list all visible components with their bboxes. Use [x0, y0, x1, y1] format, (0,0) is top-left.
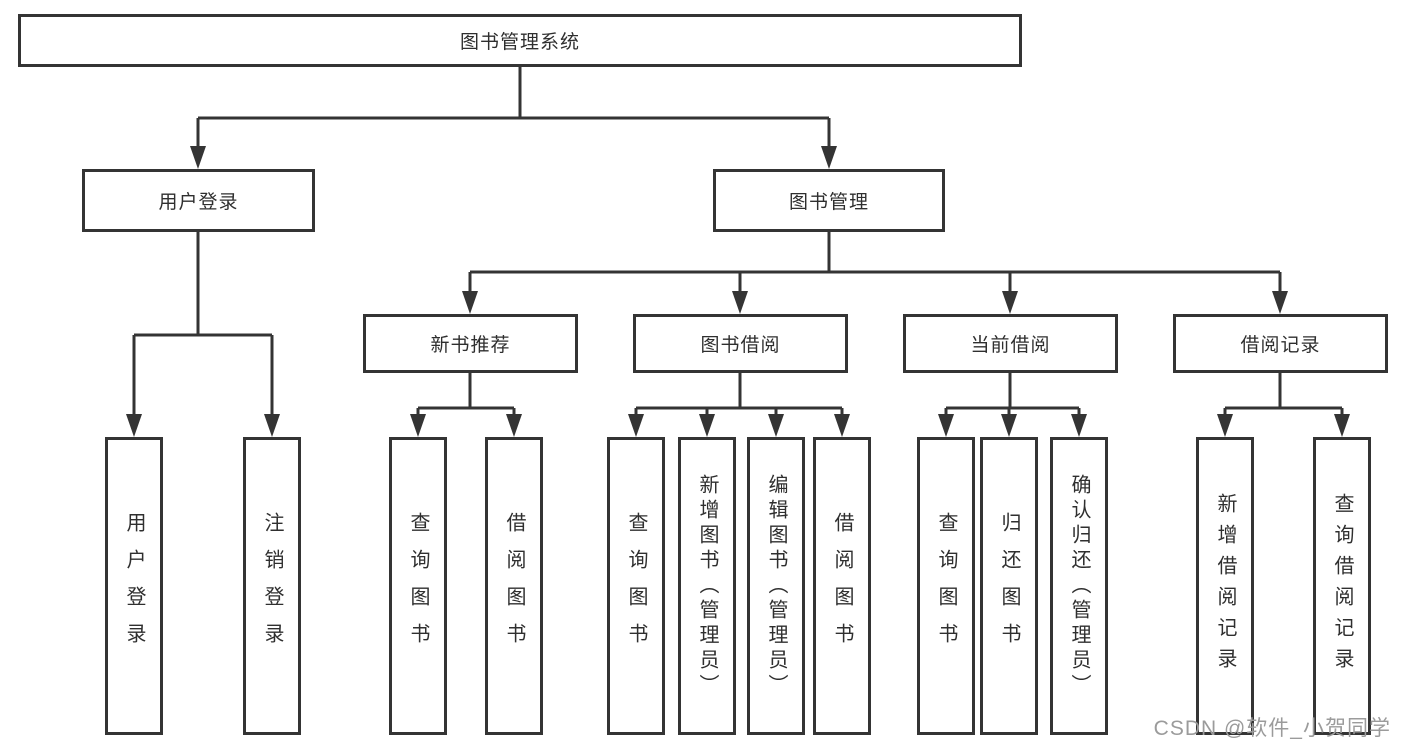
- leaf-query-borrow-record: 查询借阅记录: [1313, 437, 1371, 735]
- leaf-confirm-return-admin: 确认归还（管理员）: [1050, 437, 1108, 735]
- node-root: 图书管理系统: [18, 14, 1022, 67]
- leaf-borrow-books-recommend: 借阅图书: [485, 437, 543, 735]
- leaf-add-books-admin-label: 新增图书（管理员）: [696, 473, 718, 699]
- node-user-login-label: 用户登录: [158, 192, 239, 213]
- leaf-query-books-borrowing: 查询图书: [607, 437, 665, 735]
- node-new-book-recommendation: 新书推荐: [363, 314, 578, 373]
- node-borrowing-records-label: 借阅记录: [1240, 335, 1321, 356]
- node-current-borrowing: 当前借阅: [903, 314, 1118, 373]
- leaf-query-borrow-record-label: 查询借阅记录: [1331, 493, 1353, 679]
- leaf-add-borrow-record: 新增借阅记录: [1196, 437, 1254, 735]
- leaf-borrow-books-borrowing-label: 借阅图书: [831, 512, 853, 660]
- leaf-query-books-recommend-label: 查询图书: [407, 512, 429, 660]
- leaf-borrow-books-borrowing: 借阅图书: [813, 437, 871, 735]
- leaf-edit-books-admin-label: 编辑图书（管理员）: [765, 473, 787, 699]
- leaf-user-login-label: 用户登录: [123, 512, 145, 660]
- leaf-user-login: 用户登录: [105, 437, 163, 735]
- watermark: CSDN @软件_小贺同学: [1153, 717, 1391, 740]
- leaf-return-books: 归还图书: [980, 437, 1038, 735]
- leaf-logout: 注销登录: [243, 437, 301, 735]
- leaf-return-books-label: 归还图书: [998, 512, 1020, 660]
- node-root-label: 图书管理系统: [459, 32, 580, 53]
- leaf-logout-label: 注销登录: [261, 512, 283, 660]
- node-new-book-recommendation-label: 新书推荐: [430, 335, 511, 356]
- node-user-login: 用户登录: [82, 169, 315, 232]
- node-book-management: 图书管理: [713, 169, 945, 232]
- leaf-add-books-admin: 新增图书（管理员）: [678, 437, 736, 735]
- node-book-borrowing-label: 图书借阅: [700, 335, 781, 356]
- leaf-borrow-books-recommend-label: 借阅图书: [503, 512, 525, 660]
- node-current-borrowing-label: 当前借阅: [970, 335, 1051, 356]
- node-book-management-label: 图书管理: [788, 192, 869, 213]
- leaf-query-books-recommend: 查询图书: [389, 437, 447, 735]
- leaf-edit-books-admin: 编辑图书（管理员）: [747, 437, 805, 735]
- leaf-confirm-return-admin-label: 确认归还（管理员）: [1068, 473, 1090, 699]
- leaf-query-books-current-label: 查询图书: [935, 512, 957, 660]
- leaf-query-books-current: 查询图书: [917, 437, 975, 735]
- node-borrowing-records: 借阅记录: [1173, 314, 1388, 373]
- leaf-query-books-borrowing-label: 查询图书: [625, 512, 647, 660]
- node-book-borrowing: 图书借阅: [633, 314, 848, 373]
- leaf-add-borrow-record-label: 新增借阅记录: [1214, 493, 1236, 679]
